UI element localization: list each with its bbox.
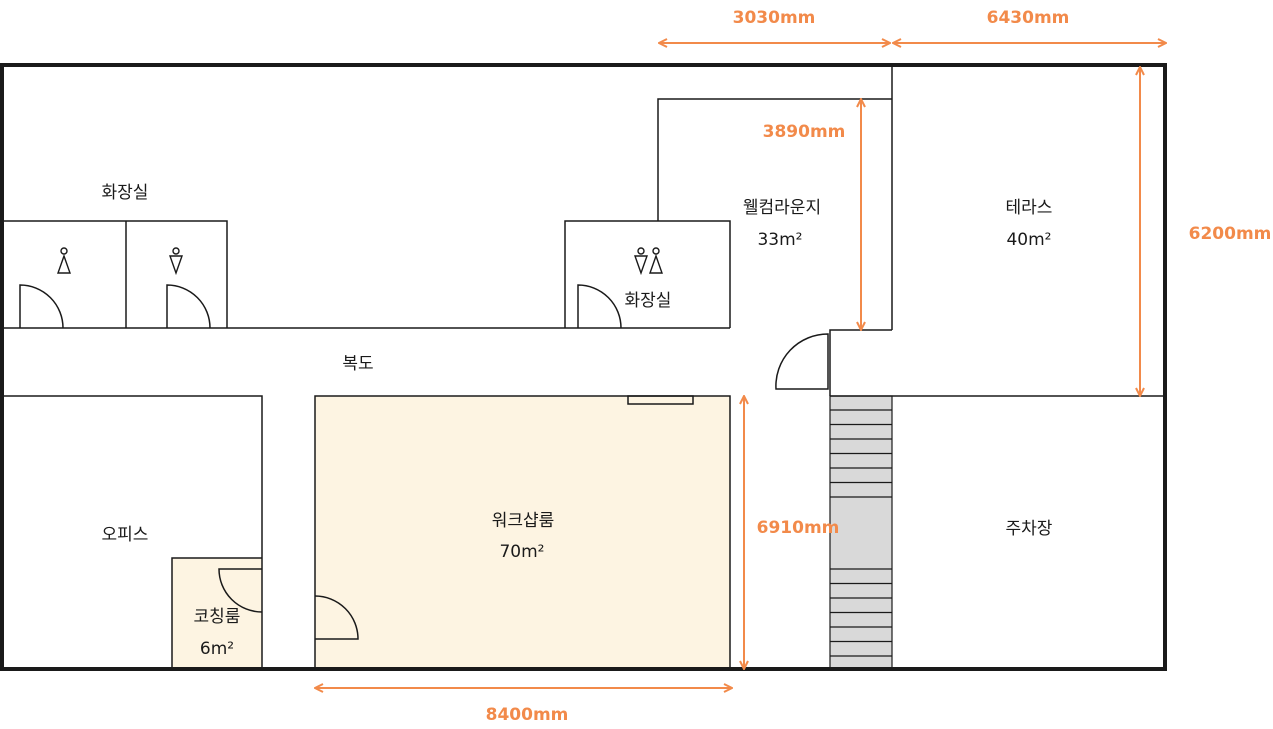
parking-label: 주차장 [1006, 519, 1053, 539]
stair-steps [830, 409, 892, 657]
coaching-room-label: 코칭룸 [194, 607, 241, 627]
stairs [829, 395, 893, 670]
female-restroom-icon [57, 247, 71, 274]
dim-lounge-height: 3890mm [763, 122, 846, 142]
dim-workshop-width: 8400mm [486, 705, 569, 725]
dim-top-left: 3030mm [733, 8, 816, 28]
coaching-room-area: 6m² [200, 639, 234, 659]
door-workshop [314, 595, 359, 640]
door-lounge [775, 333, 829, 390]
dim-top-right: 6430mm [987, 8, 1070, 28]
door-restroom-2 [166, 284, 211, 329]
door-restroom-3 [577, 284, 622, 329]
workshop-room-fill [315, 396, 730, 669]
office-label: 오피스 [102, 525, 149, 545]
dimensions: 3030mm 6430mm 3890mm 6200mm 6910mm 8400m… [315, 8, 1271, 725]
workshop-room-area: 70m² [499, 542, 544, 562]
workshop-room-label: 워크샵룸 [492, 511, 555, 531]
terrace-label: 테라스 [1006, 198, 1053, 218]
unisex-restroom-icon [634, 247, 663, 276]
welcome-lounge-area: 33m² [757, 230, 802, 250]
dim-workshop-height: 6910mm [757, 518, 840, 538]
interior-walls [4, 67, 1163, 669]
restroom-area-label: 화장실 [102, 183, 149, 203]
corridor-label: 복도 [342, 354, 373, 374]
doors [19, 284, 829, 640]
door-coaching [218, 568, 263, 613]
dim-right-height: 6200mm [1189, 224, 1272, 244]
welcome-lounge-label: 웰컴라운지 [743, 198, 821, 218]
restroom-small-label: 화장실 [625, 291, 672, 311]
male-restroom-icon [169, 247, 183, 276]
coaching-room-fill [172, 558, 262, 669]
door-restroom-1 [19, 284, 64, 329]
building-outline [0, 63, 1167, 671]
terrace-area: 40m² [1006, 230, 1051, 250]
